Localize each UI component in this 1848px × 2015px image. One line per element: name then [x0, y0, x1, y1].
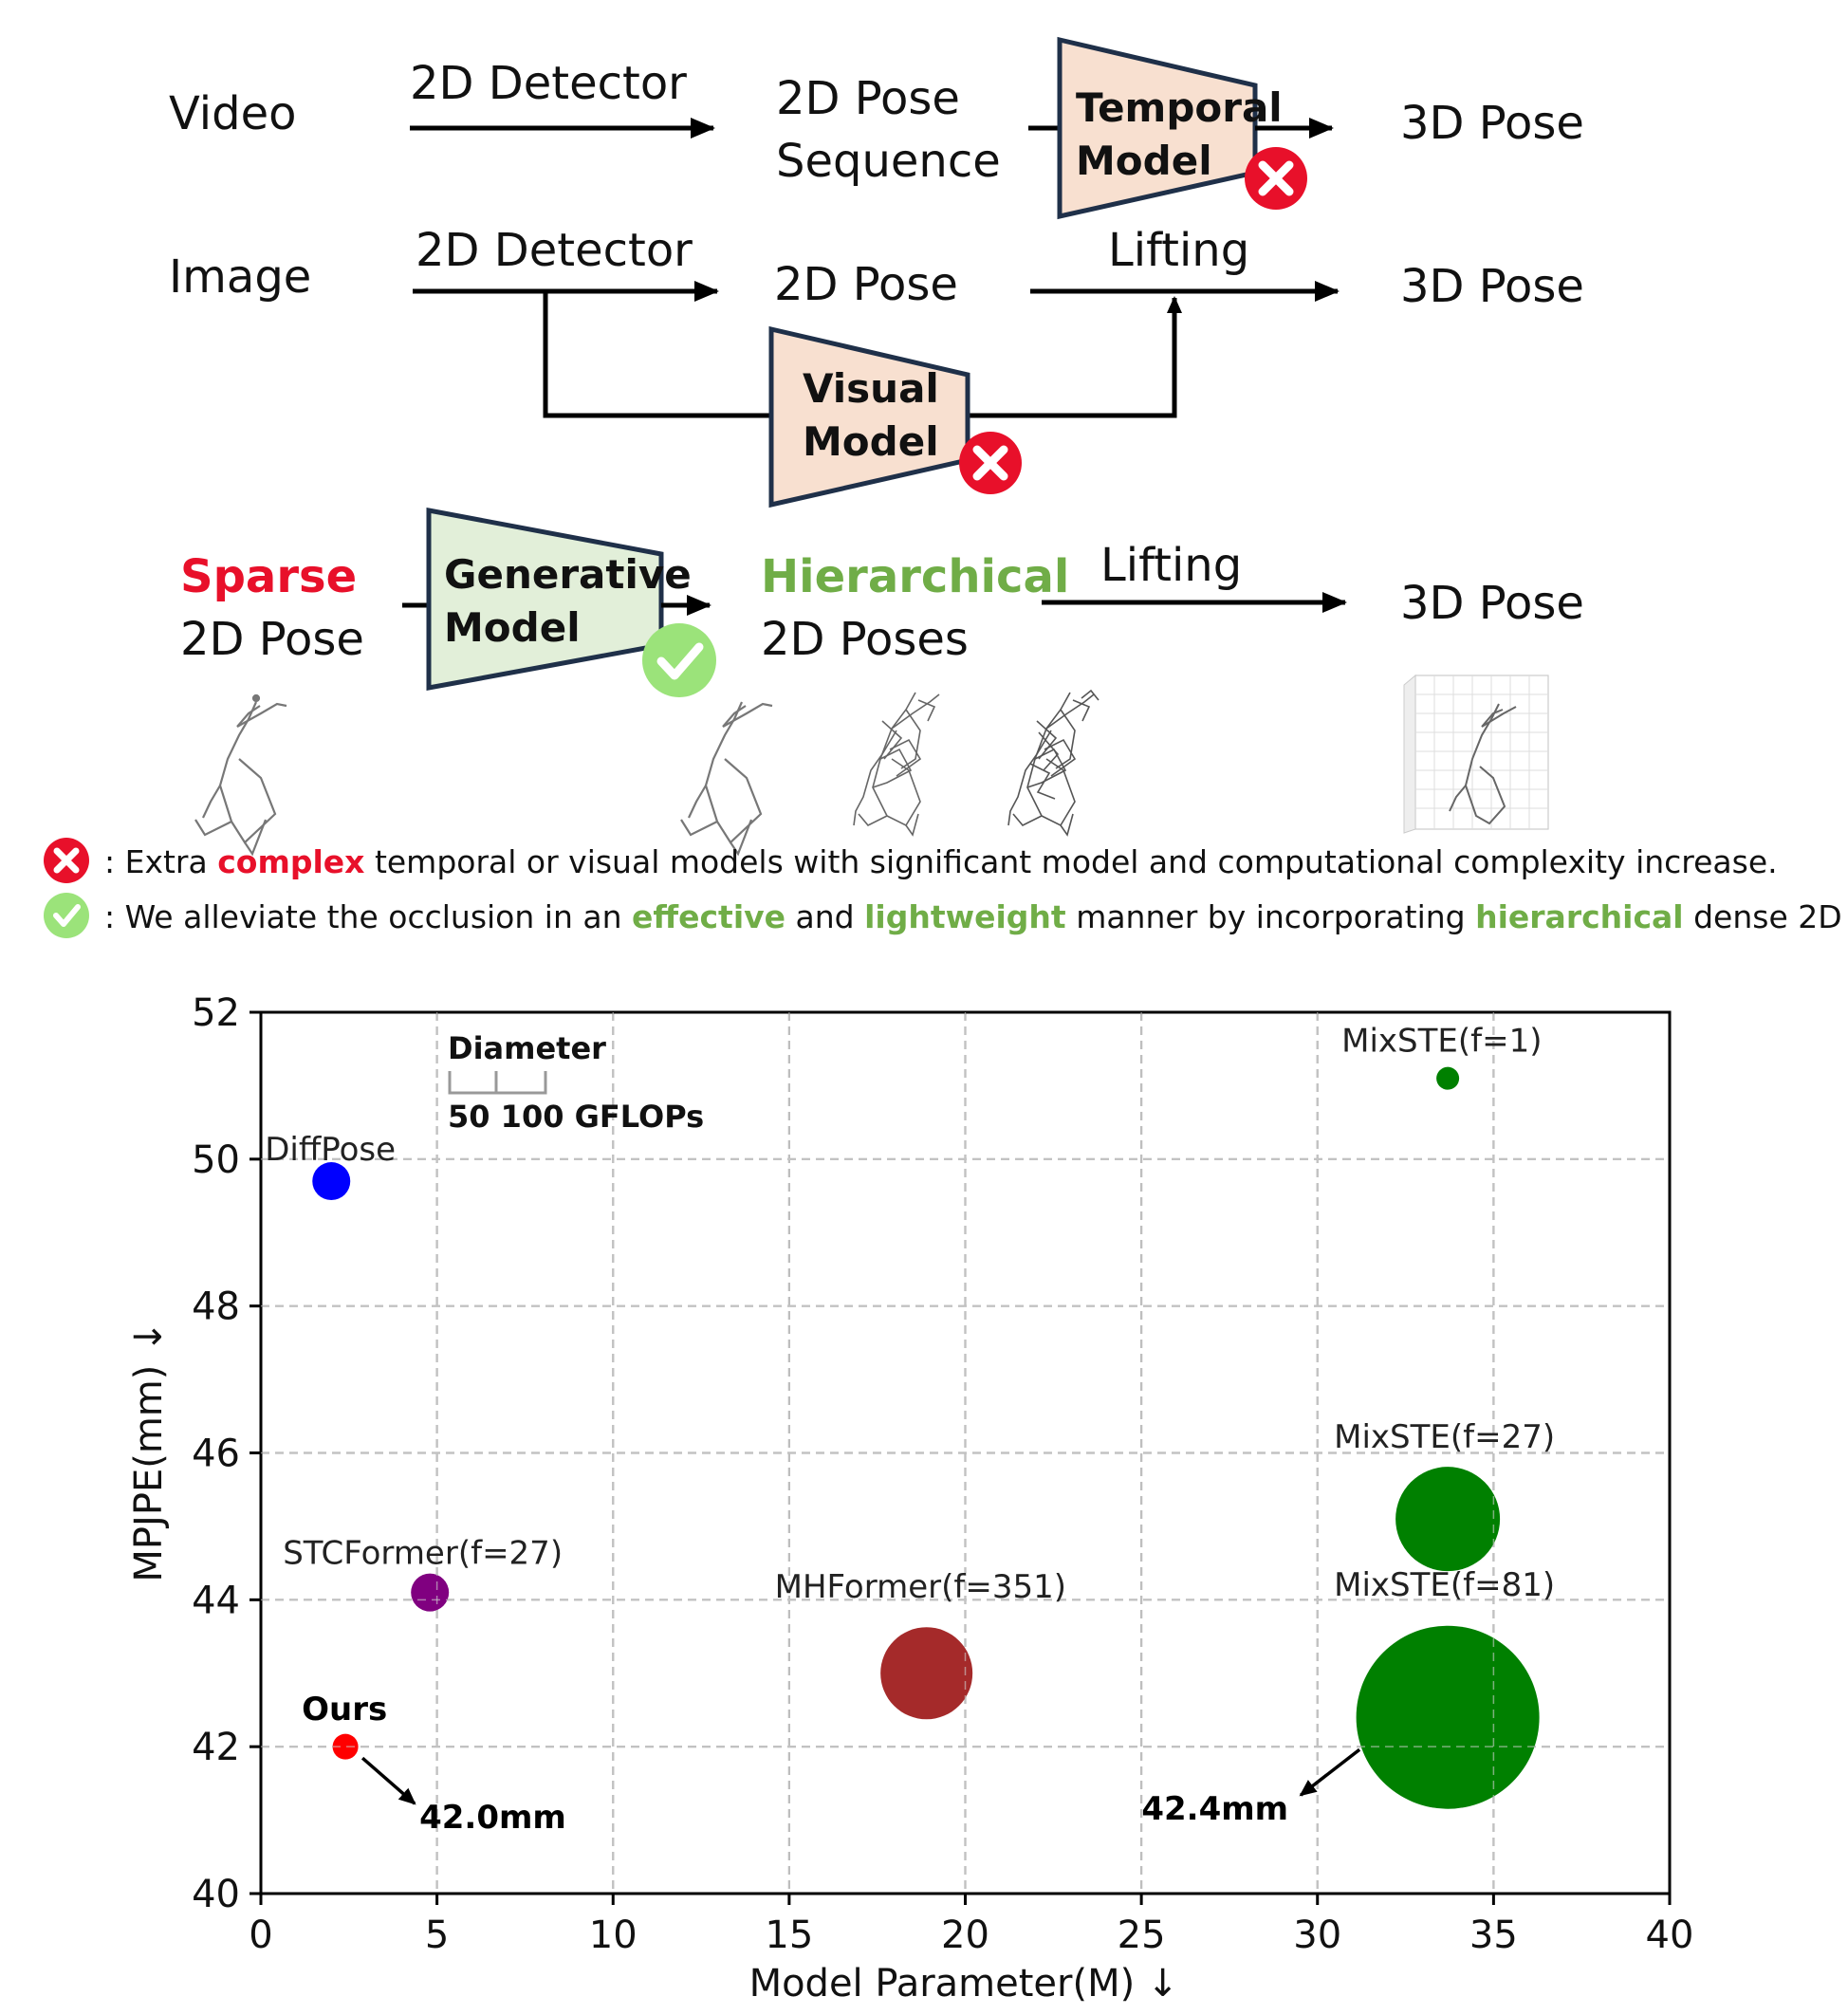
row1-input-label: Video	[169, 87, 296, 140]
row1-sequence-line2: Sequence	[776, 135, 1001, 188]
annotation-ours: 42.0mm	[419, 1799, 566, 1837]
point-label: Ours	[302, 1691, 387, 1728]
size-legend-title: Diameter	[448, 1030, 606, 1066]
bubble-ours	[332, 1733, 359, 1760]
generative-model-line2: Model	[444, 604, 581, 651]
row2-lifting-label: Lifting	[1108, 224, 1249, 277]
point-label: MixSTE(f=27)	[1334, 1418, 1555, 1456]
row2-merge-line	[968, 296, 1182, 418]
temporal-cross-icon	[1245, 147, 1307, 210]
bubble-stcformer-f-27	[411, 1573, 450, 1612]
generative-model-block	[426, 507, 664, 692]
row2-input-label: Image	[169, 250, 311, 304]
point-label: MixSTE(f=81)	[1334, 1566, 1555, 1604]
y-axis-label: MPJPE(mm) ↓	[127, 1321, 171, 1581]
generative-check-icon	[642, 623, 716, 697]
x-tick-label: 5	[425, 1913, 449, 1957]
hierarchical-pose-dense-figure	[1007, 689, 1100, 837]
row2-branch-line	[543, 291, 771, 418]
row3-input-pose-label: 2D Pose	[180, 613, 364, 666]
bubble-chart: 0 5 10 15 20 25 30 35 40 40 42 44 46 48 50 52 DiffPoseS…	[127, 991, 1693, 2006]
row1-detector-label: 2D Detector	[410, 57, 687, 110]
point-label: STCFormer(f=27)	[283, 1535, 563, 1573]
y-tick-label: 44	[192, 1579, 240, 1622]
y-tick-label: 48	[192, 1285, 240, 1329]
visual-cross-icon	[959, 432, 1022, 494]
note-check-icon	[44, 893, 89, 938]
sparse-pose-figure	[194, 693, 287, 857]
row3-sparse-label: Sparse	[180, 550, 357, 603]
y-tick-label: 52	[192, 991, 240, 1035]
x-tick-label: 10	[589, 1913, 638, 1957]
y-tick-label: 46	[192, 1433, 240, 1476]
annotation-mixste81: 42.4mm	[1141, 1790, 1288, 1828]
x-tick-label: 20	[941, 1913, 989, 1957]
x-tick-label: 40	[1646, 1913, 1694, 1957]
bubble-mixste-f-27	[1395, 1467, 1501, 1572]
row3-hierarchical-label: Hierarchical	[761, 550, 1069, 603]
row2-output-label: 3D Pose	[1400, 260, 1584, 313]
chart-ticks: 0 5 10 15 20 25 30 35 40 40 42 44 46 48 50 52	[192, 991, 1693, 1957]
annotation-arrow-ours	[360, 1756, 416, 1805]
row2-pose-label: 2D Pose	[774, 258, 958, 311]
temporal-model-line2: Model	[1076, 138, 1212, 184]
point-label: MHFormer(f=351)	[775, 1568, 1066, 1606]
pipeline-row-video: Video 2D Detector 2D Pose Sequence Tempo…	[169, 36, 1584, 220]
y-tick-label: 42	[192, 1726, 240, 1769]
visual-model-block	[768, 325, 970, 508]
hierarchical-pose-sparse-figure	[680, 701, 773, 857]
visual-model-line1: Visual	[803, 365, 939, 412]
pipeline-row-image: Image 2D Detector 2D Pose Lifting Visual…	[169, 224, 1584, 508]
point-label: MixSTE(f=1)	[1341, 1023, 1542, 1061]
row3-output-label: 3D Pose	[1400, 577, 1584, 630]
x-tick-label: 30	[1293, 1913, 1341, 1957]
output-3d-pose-figure	[1403, 674, 1549, 834]
pipeline-row-ours: Sparse 2D Pose Generative Model Hierarch…	[180, 507, 1584, 697]
row2-detector-label: 2D Detector	[416, 224, 693, 277]
row3-poses-label: 2D Poses	[761, 613, 969, 666]
generative-model-line1: Generative	[444, 551, 692, 598]
temporal-model-line1: Temporal	[1076, 84, 1283, 131]
visual-model-line2: Model	[803, 418, 939, 465]
note-check-text: : We alleviate the occlusion in an effec…	[104, 898, 1848, 935]
y-tick-label: 40	[192, 1873, 240, 1916]
note-cross-icon	[44, 838, 89, 883]
annotation-arrow-mixste81	[1299, 1747, 1361, 1797]
bubble-diffpose	[312, 1162, 351, 1201]
x-axis-label: Model Parameter(M) ↓	[749, 1962, 1179, 2006]
x-tick-label: 15	[765, 1913, 813, 1957]
row3-lifting-label: Lifting	[1100, 539, 1242, 592]
hierarchical-pose-medium-figure	[853, 692, 940, 837]
row1-sequence-line1: 2D Pose	[776, 72, 960, 125]
row1-output-label: 3D Pose	[1400, 97, 1584, 150]
y-tick-label: 50	[192, 1138, 240, 1182]
bubble-mixste-f-81	[1356, 1625, 1540, 1809]
size-legend: Diameter 50 100 GFLOPs	[448, 1030, 704, 1135]
bubble-mixste-f-1	[1436, 1066, 1460, 1090]
note-check: : We alleviate the occlusion in an effec…	[44, 893, 1848, 938]
size-legend-label: 50 100 GFLOPs	[448, 1099, 704, 1135]
x-tick-label: 25	[1118, 1913, 1166, 1957]
chart-grid-overlay	[261, 1012, 1670, 1894]
note-cross: : Extra complex temporal or visual model…	[44, 838, 1778, 883]
bubble-mhformer-f-351	[880, 1627, 973, 1720]
note-cross-text: : Extra complex temporal or visual model…	[104, 843, 1778, 880]
point-label: DiffPose	[265, 1131, 396, 1169]
x-tick-label: 0	[249, 1913, 272, 1957]
x-tick-label: 35	[1469, 1913, 1518, 1957]
